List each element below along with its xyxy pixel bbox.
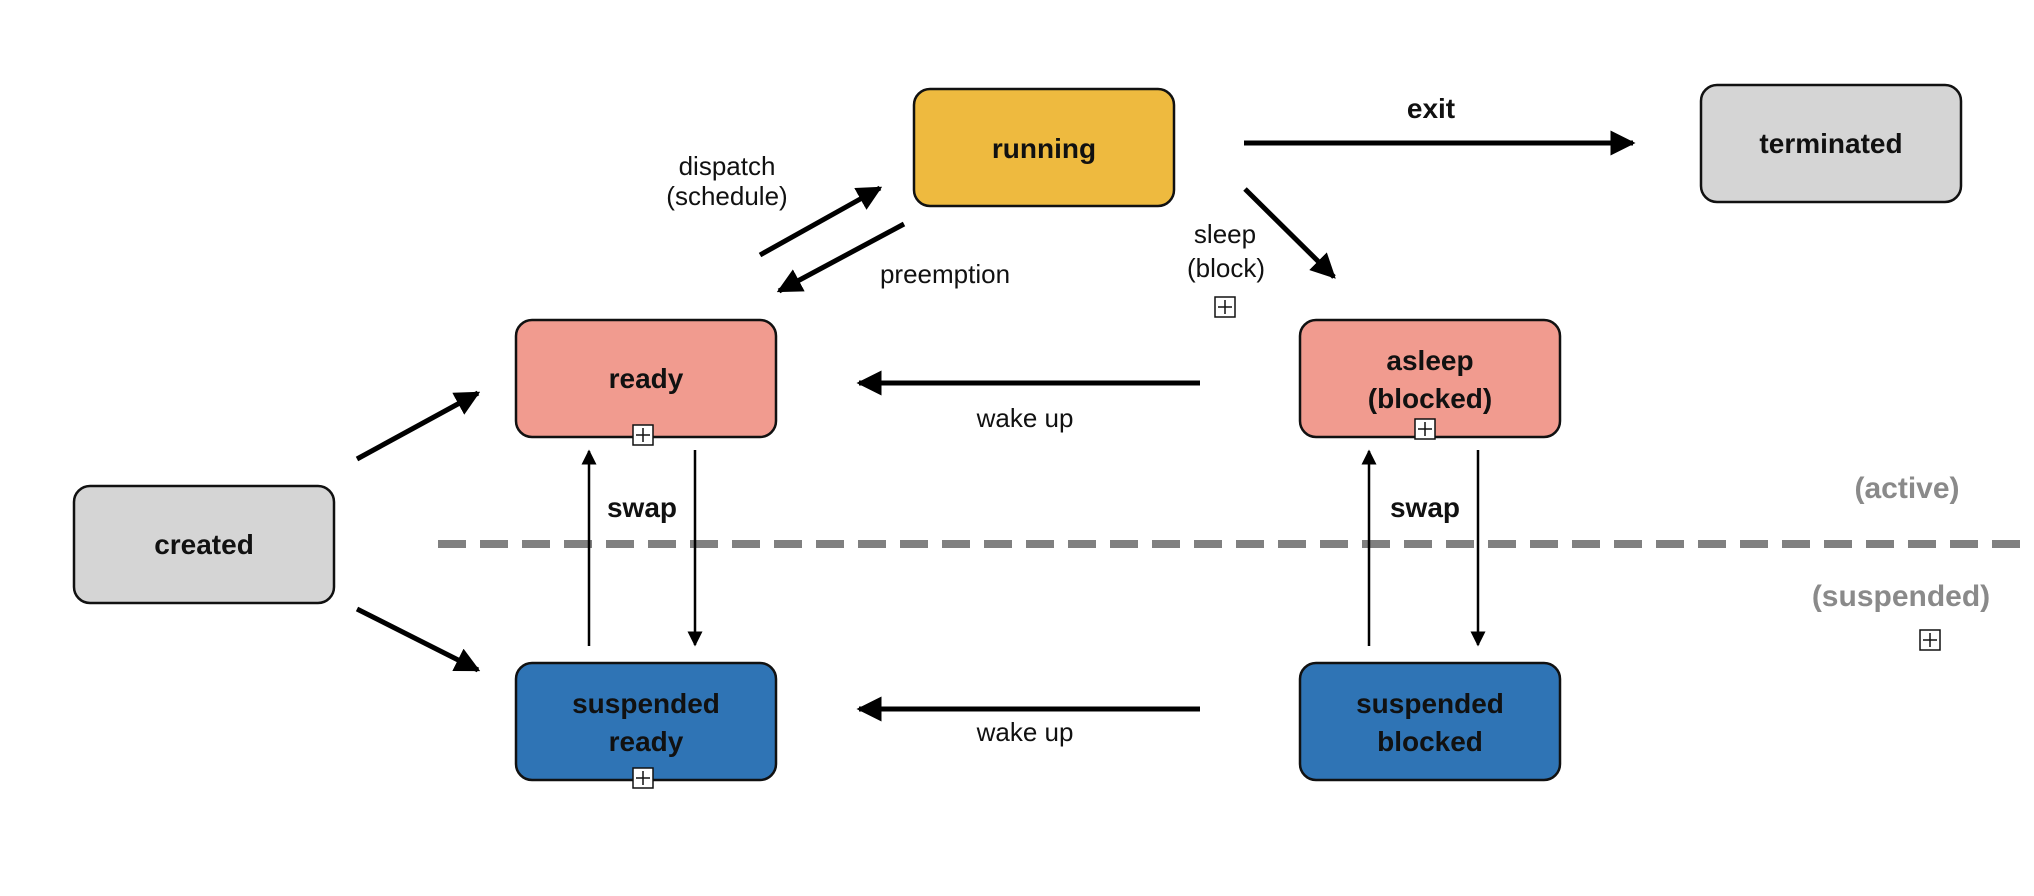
arrow-preemption [776,221,906,294]
label-preemption: preemption [880,259,1010,289]
label-wake-up-active: wake up [976,403,1074,433]
arrow-created-to-ready [355,390,481,462]
label-wake-up-suspended: wake up [976,717,1074,747]
state-terminated-label: terminated [1759,128,1902,159]
label-exit: exit [1407,93,1455,124]
label-sleep-line2: (block) [1187,253,1265,283]
label-dispatch-line1: dispatch [679,151,776,181]
label-sleep-line1: sleep [1194,219,1256,249]
state-asleep-label-line2: (blocked) [1368,383,1492,414]
label-swap-left: swap [607,492,677,523]
boxed-plus-icon[interactable] [632,424,654,446]
state-asleep-blocked[interactable]: asleep (blocked) [1298,318,1562,439]
arrow-dispatch [758,185,883,258]
boxed-plus-icon[interactable] [632,767,654,789]
boxed-plus-icon[interactable] [1414,418,1436,440]
boxed-plus-icon[interactable] [1214,296,1236,318]
state-running[interactable]: running [912,87,1176,208]
state-created-label: created [154,529,254,560]
state-suspended-ready[interactable]: suspended ready [514,661,778,782]
state-ready[interactable]: ready [514,318,778,439]
label-dispatch-line2: (schedule) [666,181,787,211]
state-terminated[interactable]: terminated [1699,83,1963,204]
state-asleep-label-line1: asleep [1386,345,1473,376]
arrow-sleep [1243,187,1336,279]
boxed-plus-icon[interactable] [1919,629,1941,651]
zone-label-active: (active) [1854,472,1959,505]
state-running-label: running [992,133,1096,164]
state-ready-label: ready [609,363,684,394]
state-created[interactable]: created [72,484,336,605]
zone-label-suspended: (suspended) [1812,580,1990,613]
label-swap-right: swap [1390,492,1460,523]
state-suspended-blocked-label-line2: blocked [1377,726,1483,757]
state-suspended-ready-label-line1: suspended [572,688,720,719]
state-suspended-ready-label-line2: ready [609,726,684,757]
arrow-created-to-suspended-ready [355,606,481,673]
state-suspended-blocked-label-line1: suspended [1356,688,1504,719]
state-suspended-blocked[interactable]: suspended blocked [1298,661,1562,782]
